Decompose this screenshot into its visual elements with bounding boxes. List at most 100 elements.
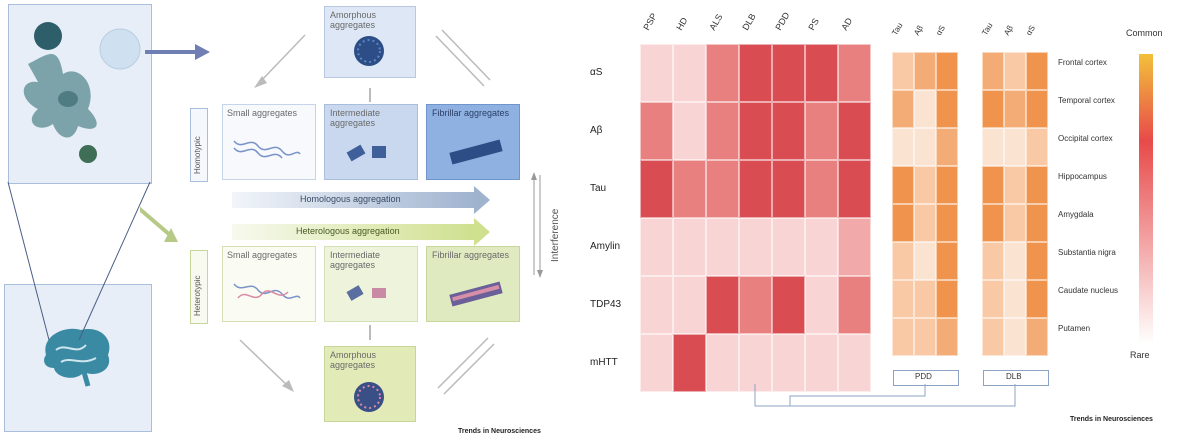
region-label: Temporal cortex [1058, 96, 1115, 105]
regional-heatmap-cell [1004, 318, 1026, 356]
left-journal-credit: Trends in Neurosciences [458, 428, 541, 435]
homo-fibril-icon [449, 139, 503, 165]
heatmap-cell [706, 160, 739, 218]
regional-heatmap-cell [914, 90, 936, 128]
regional-heatmap-cell [936, 90, 958, 128]
right-journal-credit: Trends in Neurosciences [1070, 416, 1153, 423]
heatmap-cell [706, 334, 739, 392]
zoom-lines [7, 181, 151, 341]
heterologous-arrow [232, 224, 476, 240]
heatmap-cell [706, 276, 739, 334]
hetero-intermediate-aggregate-icon [346, 285, 386, 301]
hetero-small-label: Small aggregates [227, 250, 298, 260]
heatmap-cell [739, 102, 772, 160]
region-label: Frontal cortex [1058, 58, 1107, 67]
regional-heatmap-cell [1026, 90, 1048, 128]
hetero-fibril-icon [449, 281, 503, 307]
heterologous-label: Heterologous aggregation [296, 226, 400, 236]
regional-heatmap-cell [1026, 52, 1048, 90]
heatmap-row-label: Amylin [590, 241, 621, 252]
regional-heatmap-cell [914, 280, 936, 318]
homo-fibrillar-label: Fibrillar aggregates [432, 108, 510, 118]
regional-heatmap-cell [936, 318, 958, 356]
heatmap-column-label: PS [806, 16, 822, 32]
hetero-intermediate-box [324, 246, 418, 322]
amorphous-top-aggregate-icon [354, 36, 384, 66]
regional-heatmap-cell [1026, 318, 1048, 356]
regional-heatmap-cell [892, 52, 914, 90]
heatmap-cell [805, 218, 838, 276]
interference-label: Interference [550, 208, 561, 262]
heatmap-cell [838, 276, 871, 334]
heatmap-cell [739, 276, 772, 334]
homo-small-box [222, 104, 316, 180]
heatmap-cell [673, 218, 706, 276]
regional-heatmap-cell [1004, 280, 1026, 318]
heatmap-cell [772, 218, 805, 276]
dlb-group-box [983, 370, 1049, 386]
heatmap-column-label: AD [839, 16, 855, 32]
homo-intermediate-aggregate-icon [346, 144, 386, 162]
heatmap-column-label: PDD [773, 10, 792, 32]
regional-heatmap-cell [936, 242, 958, 280]
heatmap-cell [772, 160, 805, 218]
heatmap-cell [640, 218, 673, 276]
regional-heatmap-cell [936, 166, 958, 204]
heatmap-cell [640, 44, 673, 102]
hetero-fibrillar-label: Fibrillar aggregates [432, 250, 510, 260]
hetero-intermediate-label: Intermediate aggregates [330, 250, 381, 270]
heatmap-cell [772, 44, 805, 102]
heatmap-cell [772, 334, 805, 392]
heatmap-row-label: Tau [590, 183, 607, 194]
homo-intermediate-label: Intermediate aggregates [330, 108, 381, 128]
cycle-arrows [239, 29, 495, 395]
regional-heatmap-cell [936, 52, 958, 90]
heatmap-cell [706, 218, 739, 276]
regional-heatmap-cell [892, 280, 914, 318]
regional-heatmap-cell [892, 166, 914, 204]
heatmap-cell [673, 102, 706, 160]
heatmap-cell [706, 102, 739, 160]
regional-heatmap-cell [914, 242, 936, 280]
regional-column-label: Tau [980, 21, 995, 37]
heatmap-row-label: mHTT [590, 357, 618, 368]
regional-heatmap-cell [892, 242, 914, 280]
regional-heatmap-cell [892, 204, 914, 242]
heatmap-cell [673, 276, 706, 334]
regional-heatmap-cell [914, 318, 936, 356]
heatmap-cell [706, 44, 739, 102]
regional-heatmap-cell [1004, 242, 1026, 280]
heatmap-cell [838, 218, 871, 276]
heterotypic-label: Heterotypic [193, 275, 202, 316]
regional-heatmap-cell [982, 318, 1004, 356]
regional-heatmap-cell [1004, 52, 1026, 90]
homo-small-label: Small aggregates [227, 108, 298, 118]
heatmap-cell [739, 160, 772, 218]
hetero-small-fibril-icon [233, 283, 301, 299]
heatmap-cell [838, 44, 871, 102]
interference-arrows [531, 172, 543, 278]
regional-column-label: Tau [890, 21, 905, 37]
group-connector [754, 384, 1016, 407]
region-label: Caudate nucleus [1058, 286, 1119, 295]
homotypic-label: Homotypic [193, 136, 202, 174]
heatmap-row-label: Aβ [590, 125, 603, 136]
regional-heatmap-cell [892, 90, 914, 128]
pdd-group-label: PDD [915, 372, 932, 381]
regional-heatmap-cell [1026, 280, 1048, 318]
regional-column-label: Aβ [912, 23, 925, 37]
heatmap-column-label: ALS [707, 12, 725, 32]
regional-heatmap-cell [1026, 166, 1048, 204]
heatmap-cell [673, 334, 706, 392]
heatmap-cell [838, 102, 871, 160]
hetero-small-box [222, 246, 316, 322]
heterologous-arrowhead [474, 218, 490, 246]
heatmap-cell [838, 334, 871, 392]
heatmap-cell [838, 160, 871, 218]
heatmap-cell [673, 160, 706, 218]
heatmap-column-label: HD [674, 15, 690, 33]
heatmap-cell [739, 334, 772, 392]
region-label: Putamen [1058, 324, 1091, 333]
regional-heatmap-cell [1026, 242, 1048, 280]
regional-heatmap-cell [1026, 128, 1048, 166]
